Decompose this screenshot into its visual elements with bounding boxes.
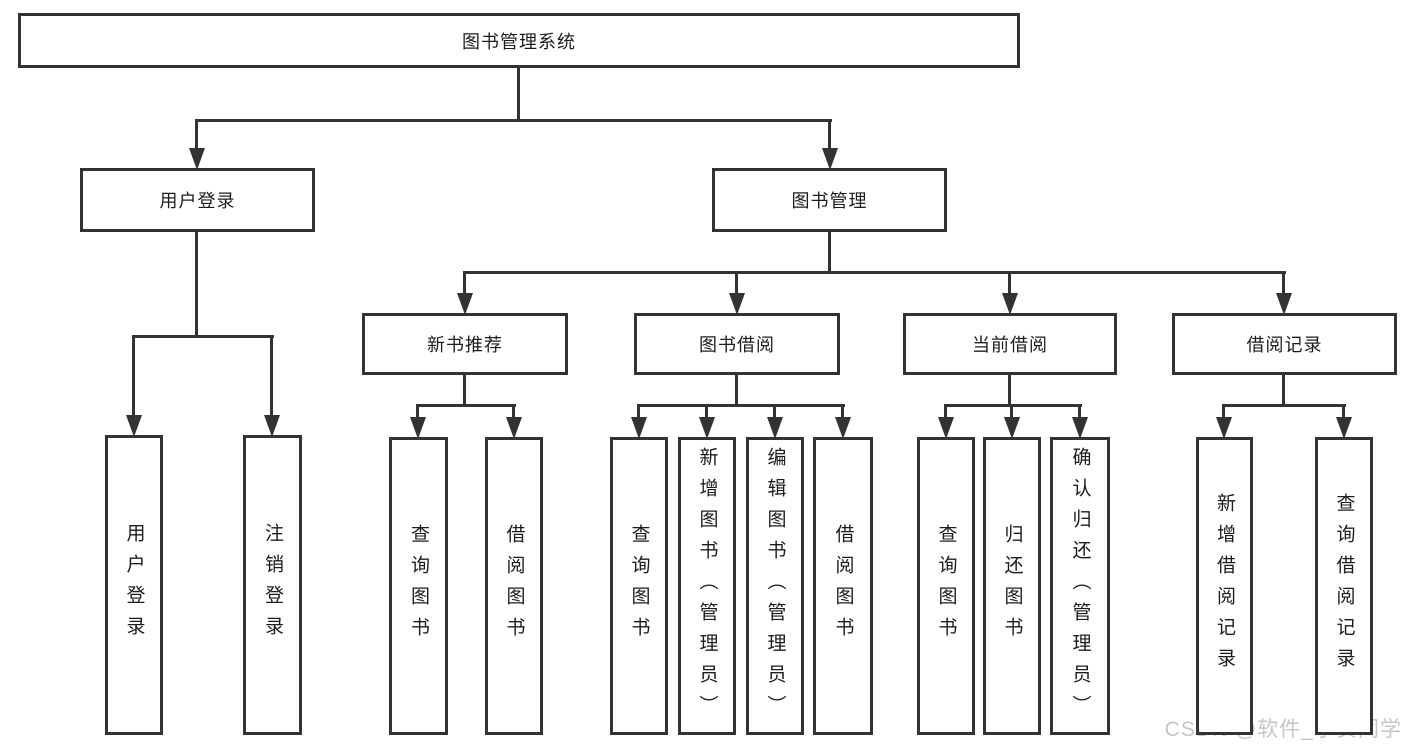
connector-line bbox=[416, 404, 419, 423]
node-label: 查询图书 bbox=[408, 524, 429, 648]
node-leaf-edit-book: 编辑图书（管理员） bbox=[746, 437, 804, 735]
arrow-down-icon bbox=[729, 293, 745, 315]
connector-line bbox=[1222, 404, 1225, 423]
node-label: 编辑图书（管理员） bbox=[764, 446, 786, 726]
connector-line bbox=[270, 335, 273, 421]
connector-line bbox=[1282, 375, 1285, 407]
connector-line bbox=[841, 404, 844, 423]
node-root: 图书管理系统 bbox=[18, 13, 1020, 68]
node-label: 注销登录 bbox=[262, 523, 283, 647]
connector-line bbox=[735, 271, 738, 299]
node-new-book-rec: 新书推荐 bbox=[362, 313, 568, 375]
node-leaf-return-book: 归还图书 bbox=[983, 437, 1041, 735]
node-label: 归还图书 bbox=[1001, 524, 1023, 648]
arrow-down-icon bbox=[631, 417, 647, 439]
node-leaf-query-book-2: 查询图书 bbox=[610, 437, 668, 735]
connector-line bbox=[463, 271, 466, 299]
arrow-down-icon bbox=[699, 417, 715, 439]
node-leaf-confirm-return: 确认归还（管理员） bbox=[1050, 437, 1110, 735]
connector-line bbox=[195, 232, 198, 338]
node-label: 查询图书 bbox=[935, 524, 957, 648]
connector-line bbox=[773, 404, 776, 423]
arrow-down-icon bbox=[767, 417, 783, 439]
connector-line bbox=[132, 335, 135, 421]
node-book-borrow: 图书借阅 bbox=[634, 313, 840, 375]
node-leaf-logout: 注销登录 bbox=[243, 435, 302, 735]
arrow-down-icon bbox=[1336, 417, 1352, 439]
connector-line bbox=[512, 404, 515, 423]
connector-line bbox=[1222, 404, 1346, 407]
connector-line bbox=[463, 271, 1286, 274]
node-label: 图书管理 bbox=[791, 191, 868, 211]
node-label: 新增借阅记录 bbox=[1214, 493, 1235, 679]
arrow-down-icon bbox=[822, 148, 838, 170]
node-label: 借阅图书 bbox=[503, 524, 525, 648]
connector-line bbox=[735, 375, 738, 407]
connector-line bbox=[944, 404, 947, 423]
arrow-down-icon bbox=[1216, 417, 1232, 439]
connector-line bbox=[195, 119, 198, 154]
connector-line bbox=[944, 404, 1082, 407]
arrow-down-icon bbox=[506, 417, 522, 439]
node-leaf-borrow-book-1: 借阅图书 bbox=[485, 437, 543, 735]
node-label: 图书借阅 bbox=[699, 335, 775, 355]
node-label: 查询图书 bbox=[628, 524, 650, 648]
arrow-down-icon bbox=[1002, 293, 1018, 315]
connector-line bbox=[463, 375, 466, 407]
node-leaf-query-record: 查询借阅记录 bbox=[1315, 437, 1373, 735]
node-label: 查询借阅记录 bbox=[1333, 493, 1355, 679]
arrow-down-icon bbox=[126, 415, 142, 437]
connector-line bbox=[1008, 271, 1011, 299]
node-label: 用户登录 bbox=[123, 523, 145, 647]
node-label: 新书推荐 bbox=[427, 335, 503, 355]
node-leaf-borrow-book-2: 借阅图书 bbox=[813, 437, 873, 735]
node-label: 用户登录 bbox=[159, 191, 236, 211]
node-label: 图书管理系统 bbox=[462, 31, 576, 52]
arrow-down-icon bbox=[457, 293, 473, 315]
node-label: 新增图书（管理员） bbox=[696, 446, 718, 726]
connector-line bbox=[637, 404, 640, 423]
arrow-down-icon bbox=[1004, 417, 1020, 439]
connector-line bbox=[828, 119, 831, 154]
node-leaf-query-book-3: 查询图书 bbox=[917, 437, 975, 735]
connector-line bbox=[1342, 404, 1345, 423]
node-leaf-user-login: 用户登录 bbox=[105, 435, 163, 735]
arrow-down-icon bbox=[835, 417, 851, 439]
node-label: 借阅记录 bbox=[1246, 335, 1323, 355]
connector-line bbox=[828, 232, 831, 274]
arrow-down-icon bbox=[410, 417, 426, 439]
node-label: 确认归还（管理员） bbox=[1069, 446, 1091, 726]
node-leaf-add-record: 新增借阅记录 bbox=[1196, 437, 1253, 735]
node-leaf-add-book: 新增图书（管理员） bbox=[678, 437, 736, 735]
node-leaf-query-book-1: 查询图书 bbox=[389, 437, 448, 735]
connector-line bbox=[517, 68, 520, 121]
connector-line bbox=[132, 335, 274, 338]
node-current-borrow: 当前借阅 bbox=[903, 313, 1117, 375]
arrow-down-icon bbox=[1072, 417, 1088, 439]
connector-line bbox=[1010, 404, 1013, 423]
connector-line bbox=[1008, 375, 1011, 407]
connector-line bbox=[1078, 404, 1081, 423]
connector-line bbox=[1282, 271, 1285, 299]
node-book-mgmt: 图书管理 bbox=[712, 168, 947, 232]
node-label: 借阅图书 bbox=[832, 524, 854, 648]
arrow-down-icon bbox=[1276, 293, 1292, 315]
connector-line bbox=[416, 404, 516, 407]
node-borrow-record: 借阅记录 bbox=[1172, 313, 1397, 375]
arrow-down-icon bbox=[938, 417, 954, 439]
arrow-down-icon bbox=[189, 148, 205, 170]
connector-line bbox=[637, 404, 845, 407]
node-label: 当前借阅 bbox=[972, 335, 1048, 355]
connector-line bbox=[195, 119, 832, 122]
arrow-down-icon bbox=[264, 415, 280, 437]
connector-line bbox=[705, 404, 708, 423]
node-user-login: 用户登录 bbox=[80, 168, 315, 232]
